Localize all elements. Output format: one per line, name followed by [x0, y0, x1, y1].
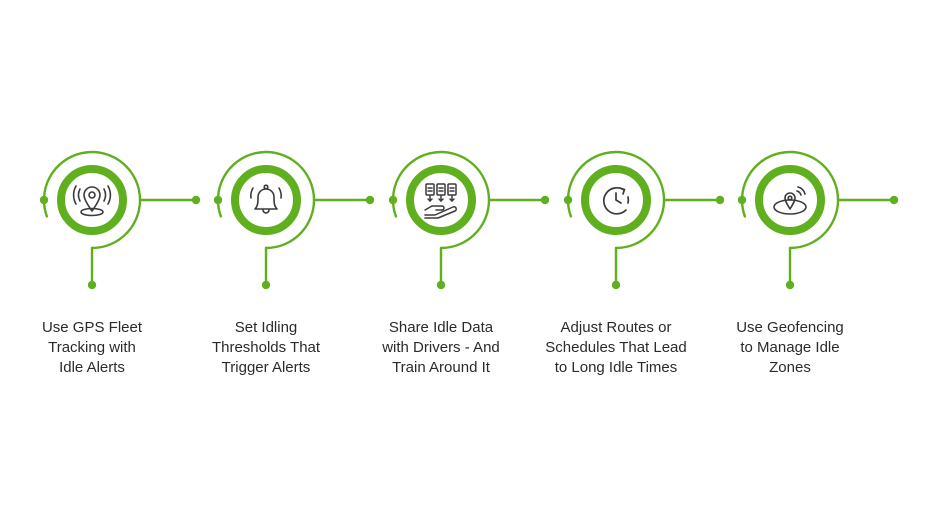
step-label-line: Share Idle Data — [388, 319, 494, 336]
step-label-4: Adjust Routes or Schedules That Lead to Lo… — [541, 318, 691, 378]
arc-left-dot — [39, 195, 49, 205]
step-label-line: to Manage Idle — [740, 339, 840, 356]
step-outer-arc — [391, 150, 491, 250]
connector-end-dot — [191, 195, 201, 205]
data-share-hand-icon — [424, 183, 457, 219]
step-label-line: Idle Alerts — [59, 359, 125, 376]
step-node-2 — [213, 150, 375, 290]
step-label-line: with Drivers - And — [382, 339, 500, 356]
arc-left-dot — [388, 195, 398, 205]
location-signal-icon — [72, 185, 112, 217]
step-node-4 — [563, 150, 725, 290]
connector-end-dot — [540, 195, 550, 205]
arc-left-dot — [737, 195, 747, 205]
geofence-pin-icon — [773, 186, 807, 215]
step-label-line: to Long Idle Times — [554, 359, 678, 376]
step-outer-arc — [566, 150, 666, 250]
step-label-line: Thresholds That — [211, 339, 321, 356]
step-label-line: Schedules That Lead — [545, 339, 687, 356]
connector-end-dot — [365, 195, 375, 205]
stem-end-dot — [261, 280, 271, 290]
stem-end-dot — [87, 280, 97, 290]
step-label-line: Set Idling — [234, 319, 298, 336]
clock-icon — [603, 187, 630, 215]
step-ring — [57, 165, 127, 235]
step-label-line: Zones — [769, 359, 811, 376]
arc-left-dot — [213, 195, 223, 205]
arc-left-dot — [563, 195, 573, 205]
stem-end-dot — [611, 280, 621, 290]
step-label-line: Tracking with — [48, 339, 136, 356]
step-label-line: Trigger Alerts — [221, 359, 311, 376]
stem-end-dot — [436, 280, 446, 290]
step-node-1 — [39, 150, 201, 290]
connector-end-dot — [715, 195, 725, 205]
step-node-5 — [737, 150, 899, 290]
step-ring — [231, 165, 301, 235]
step-outer-arc — [42, 150, 142, 250]
bell-icon — [250, 184, 282, 214]
step-label-line: Train Around It — [392, 359, 490, 376]
step-outer-arc — [740, 150, 840, 250]
step-node-3 — [388, 150, 550, 290]
step-label-line: Adjust Routes or — [560, 319, 672, 336]
step-label-line: Use Geofencing — [736, 319, 844, 336]
step-label-line: Use GPS Fleet — [41, 319, 143, 336]
stem-end-dot — [785, 280, 795, 290]
step-outer-arc — [216, 150, 316, 250]
connector-end-dot — [889, 195, 899, 205]
